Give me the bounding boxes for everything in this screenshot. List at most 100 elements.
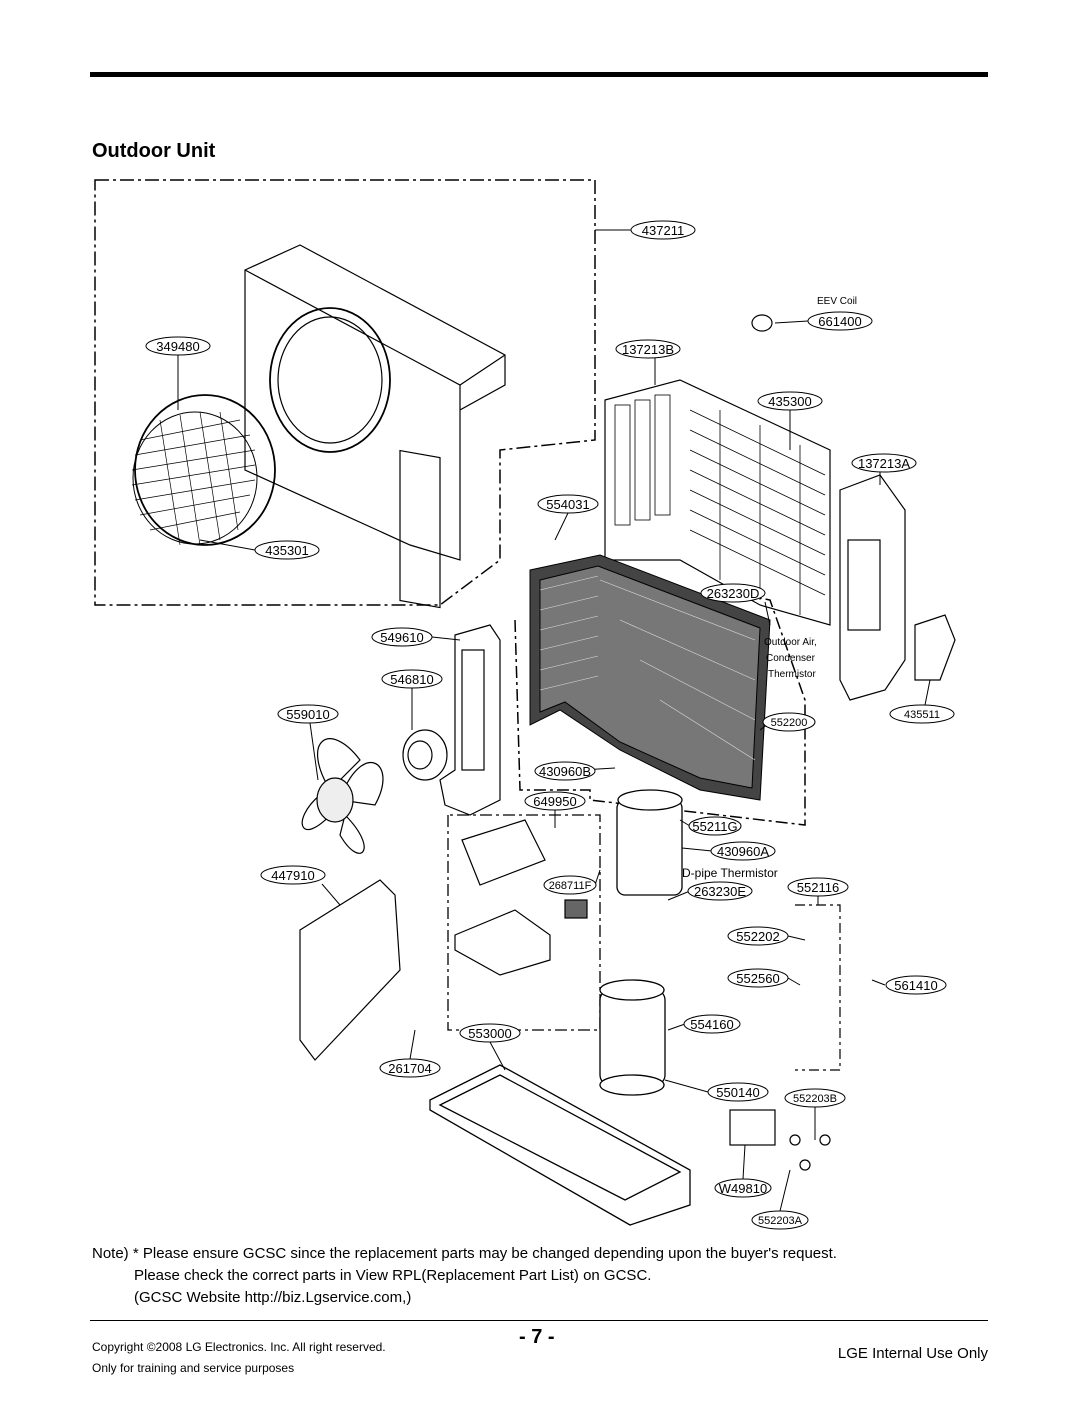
propeller-fan [301,738,384,854]
svg-text:661400: 661400 [818,314,861,329]
back-grille-frame [604,379,831,626]
cabinet-panel [244,244,506,609]
svg-text:552560: 552560 [736,971,779,986]
page-number: - 7 - [519,1326,555,1348]
svg-text:559010: 559010 [286,707,329,722]
note-line-2: Please check the correct parts in View R… [134,1267,652,1284]
callout-430960A: 430960A [681,841,776,861]
bottom-rule [90,1320,988,1321]
callout-55211G: 55211G [679,816,742,836]
callout-552203B: 552203B [784,1088,846,1140]
callout-552202: 552202 [727,926,806,946]
callout-559010: 559010 [277,704,339,781]
callout-554160: 554160 [667,1014,741,1034]
callout-447910: 447910 [260,865,341,906]
svg-text:430960B: 430960B [539,764,591,779]
callout-349480: 349480 [145,336,211,410]
callout-435511: 435511 [889,679,955,724]
grille [131,394,276,546]
svg-text:437211: 437211 [642,223,684,238]
internal-use-label: LGE Internal Use Only [837,1345,988,1362]
svg-text:435300: 435300 [768,394,811,409]
svg-text:268711F: 268711F [549,880,592,892]
callout-552116: 552116 [787,877,849,905]
callout-263230E: 263230E [667,881,753,901]
callout-labels: 437211 661400 349480 137213B 435300 1372… [145,220,955,1230]
callout-554031: 554031 [537,494,599,541]
compressor-jacket [616,789,683,896]
callout-552203A: 552203A [751,1169,809,1230]
svg-text:554160: 554160 [690,1017,733,1032]
partition-panel [299,879,401,1061]
svg-text:435511: 435511 [904,709,940,721]
svg-text:552203A: 552203A [758,1215,803,1227]
svg-text:553000: 553000 [468,1026,511,1041]
svg-text:550140: 550140 [716,1085,759,1100]
callout-268711F: 268711F [543,869,601,895]
fan-motor [402,729,448,781]
callout-137213A: 137213A [851,453,917,485]
eev-coil-annotation: EEV Coil [817,296,857,307]
top-rule [90,72,988,77]
motor-bracket [439,624,501,816]
dpipe-annotation: D-pipe Thermistor [682,866,778,880]
callout-552200: 552200 [759,712,816,732]
callout-553000: 553000 [459,1023,521,1071]
callout-549610: 549610 [371,627,461,647]
condenser-coil [529,554,771,801]
svg-text:552202: 552202 [736,929,779,944]
callout-430960B: 430960B [534,761,616,781]
svg-text:649950: 649950 [533,794,576,809]
service-valve-assembly [729,1109,831,1171]
svg-text:546810: 546810 [390,672,433,687]
note-line-1: Note) * Please ensure GCSC since the rep… [92,1245,837,1262]
control-box [454,819,588,976]
svg-text:552116: 552116 [797,880,839,895]
callout-546810: 546810 [381,669,443,730]
valve-group-boundary [795,904,841,1071]
outdoor-air-annotation-1: Outdoor Air, [764,637,817,648]
callout-561410: 561410 [871,975,947,995]
callout-263230D: 263230D [700,583,771,626]
svg-text:554031: 554031 [546,497,589,512]
cabinet-group-boundary [94,179,596,606]
svg-text:261704: 261704 [388,1061,431,1076]
callout-649950: 649950 [524,791,586,828]
section-title: Outdoor Unit [92,140,216,162]
callout-435300: 435300 [757,391,823,450]
svg-text:263230D: 263230D [707,586,760,601]
callout-437211: 437211 [595,220,696,240]
callout-137213B: 137213B [615,339,681,385]
svg-text:430960A: 430960A [717,844,769,859]
svg-text:55211G: 55211G [692,819,737,834]
exploded-parts-diagram: 437211 661400 349480 137213B 435300 1372… [94,179,956,1230]
callout-261704: 261704 [379,1029,441,1078]
svg-text:549610: 549610 [380,630,423,645]
outdoor-air-annotation-3: Thermistor [768,669,816,680]
outdoor-air-annotation-2: Condenser [766,653,816,664]
control-box-boundary [447,814,601,1031]
svg-text:435301: 435301 [265,543,308,558]
callout-550140: 550140 [664,1079,769,1102]
svg-text:W49810: W49810 [719,1181,767,1196]
side-panel [839,474,906,701]
svg-text:447910: 447910 [271,868,314,883]
callout-661400: 661400 [774,311,873,331]
svg-text:263230E: 263230E [694,884,746,899]
eev-coil [751,314,773,332]
copyright-block: Copyright ©2008 LG Electronics. Inc. All… [92,1337,386,1379]
callout-435301: 435301 [199,539,320,560]
svg-text:137213B: 137213B [622,342,674,357]
note-block: Note) * Please ensure GCSC since the rep… [92,1243,992,1309]
callout-W49810: W49810 [714,1144,772,1198]
note-line-3: (GCSC Website http://biz.Lgservice.com,) [134,1289,412,1306]
svg-text:561410: 561410 [894,978,937,993]
svg-text:349480: 349480 [156,339,199,354]
svg-text:137213A: 137213A [858,456,910,471]
service-cover [914,614,956,681]
annotations: EEV Coil Outdoor Air, Condenser Thermist… [682,296,857,880]
svg-text:552203B: 552203B [793,1093,837,1105]
copyright-line: Copyright ©2008 LG Electronics. Inc. All… [92,1340,386,1354]
training-line: Only for training and service purposes [92,1361,295,1375]
callout-552560: 552560 [727,968,801,988]
